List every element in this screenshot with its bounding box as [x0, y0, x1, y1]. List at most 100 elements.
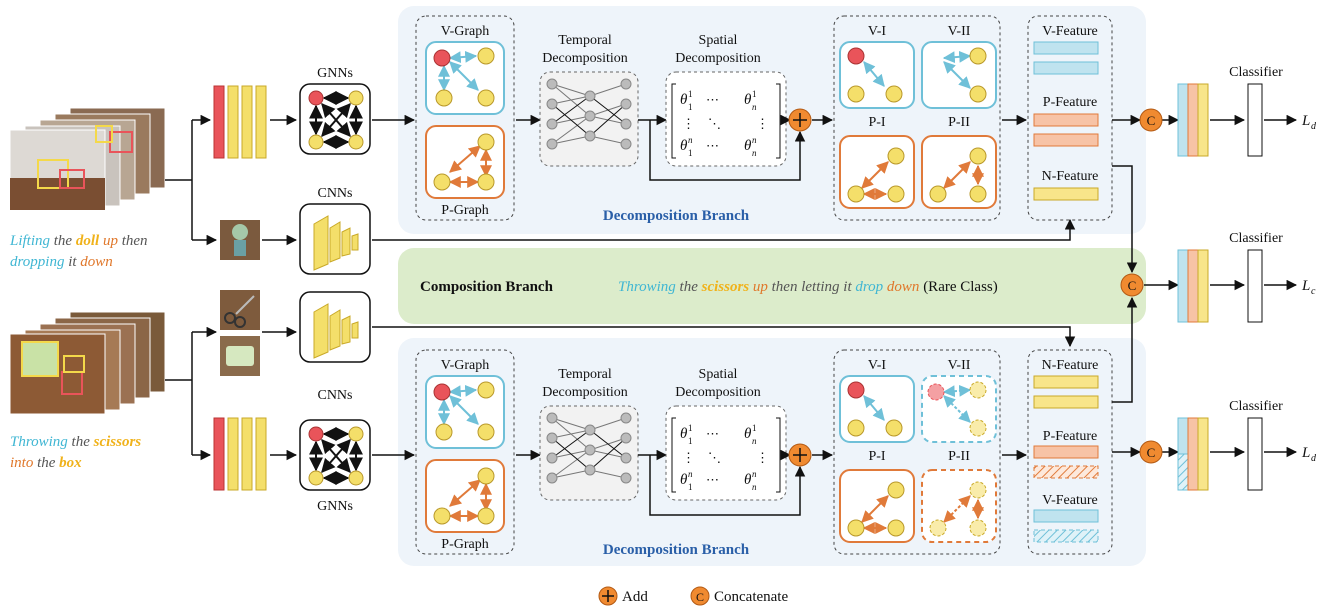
- caption-word: then letting it: [768, 279, 856, 295]
- svg-text:P-Graph: P-Graph: [441, 203, 488, 218]
- svg-text:P-Feature: P-Feature: [1043, 429, 1097, 444]
- svg-text:θ: θ: [744, 138, 752, 154]
- caption-word: Throwing: [10, 434, 68, 450]
- cnn-box-top: [299, 203, 371, 275]
- svg-text:⋮: ⋮: [756, 450, 769, 465]
- svg-text:V-II: V-II: [948, 24, 971, 39]
- svg-text:Spatial: Spatial: [699, 33, 738, 48]
- caption-word: Lifting: [9, 233, 51, 249]
- svg-text:⋱: ⋱: [708, 450, 721, 465]
- svg-text:n: n: [688, 469, 693, 479]
- svg-text:C: C: [1128, 278, 1137, 293]
- svg-text:V-Feature: V-Feature: [1042, 493, 1097, 508]
- decomposition-branch-title-top: Decomposition Branch: [603, 208, 750, 224]
- classifier-middle: Classifier L c: [1177, 231, 1316, 323]
- svg-text:1: 1: [688, 482, 693, 492]
- scissors-image: [220, 290, 260, 330]
- svg-text:θ: θ: [680, 472, 688, 488]
- svg-text:n: n: [752, 436, 757, 446]
- caption-bottom-line1: Throwing the scissors: [10, 434, 141, 450]
- svg-text:N-Feature: N-Feature: [1042, 169, 1099, 184]
- svg-text:θ: θ: [744, 426, 752, 442]
- temporal-decomposition-bottom: Temporal Decomposition: [539, 367, 639, 501]
- caption-word: down: [80, 254, 113, 270]
- legend: Add C Concatenate: [598, 586, 788, 606]
- svg-text:c: c: [1311, 286, 1316, 297]
- decomposition-branch-title-bottom: Decomposition Branch: [603, 542, 750, 558]
- svg-text:n: n: [752, 102, 757, 112]
- feature-panel-top: V-Feature P-Feature N-Feature: [1027, 15, 1113, 221]
- add-legend-icon: [598, 586, 618, 606]
- svg-text:n: n: [752, 482, 757, 492]
- svg-text:Decomposition: Decomposition: [542, 385, 628, 400]
- svg-text:1: 1: [752, 423, 757, 433]
- svg-text:Decomposition: Decomposition: [542, 51, 628, 66]
- svg-text:P-I: P-I: [868, 449, 885, 464]
- gnns-label-bottom: GNNs: [317, 499, 353, 514]
- caption-word: Throwing: [618, 279, 676, 295]
- svg-text:⋯: ⋯: [706, 92, 719, 107]
- composition-branch-title: Composition Branch: [420, 279, 554, 295]
- svg-text:L: L: [1301, 278, 1310, 294]
- gnn-output-lines: [372, 114, 416, 461]
- caption-word: it: [64, 254, 80, 270]
- caption-bottom-line2: into the box: [10, 455, 82, 471]
- composition-sentence: Throwing the scissors up then letting it…: [618, 279, 998, 295]
- svg-text:1: 1: [688, 436, 693, 446]
- svg-text:Temporal: Temporal: [558, 367, 612, 382]
- caption-word: the: [50, 233, 76, 249]
- gnns-label-top: GNNs: [317, 66, 353, 81]
- temporal-decomposition-top: Temporal Decomposition: [539, 33, 639, 167]
- caption-top-line1: Lifting the doll up then: [9, 233, 148, 249]
- svg-text:n: n: [752, 469, 757, 479]
- svg-text:Classifier: Classifier: [1229, 65, 1283, 80]
- concat-lines-top: [1112, 114, 1180, 274]
- svg-text:⋯: ⋯: [706, 426, 719, 441]
- concat-legend-label: Concatenate: [714, 589, 788, 605]
- svg-text:1: 1: [752, 89, 757, 99]
- frame-features-bottom: [213, 417, 267, 491]
- svg-text:θ: θ: [680, 92, 688, 108]
- frame-features-top: [213, 85, 267, 159]
- svg-text:d: d: [1311, 121, 1317, 132]
- add-legend-label: Add: [622, 589, 648, 605]
- subgraph-panel-bottom: V-I V-II P-I P-II: [833, 349, 1001, 555]
- caption-word: (Rare Class): [919, 279, 997, 295]
- svg-text:θ: θ: [744, 92, 752, 108]
- concat-lines-bottom: [1112, 296, 1180, 458]
- cnn-to-nfeature-lines: [372, 218, 1076, 348]
- caption-word: the: [33, 455, 59, 471]
- svg-text:P-Feature: P-Feature: [1043, 95, 1097, 110]
- video-frames-bottom: [9, 311, 166, 415]
- video-frames-top: [9, 107, 166, 211]
- concat-op-middle: C: [1120, 273, 1144, 297]
- svg-text:V-I: V-I: [868, 24, 886, 39]
- svg-text:P-Graph: P-Graph: [441, 537, 488, 552]
- input-flow-lines: [165, 114, 298, 461]
- svg-text:n: n: [752, 148, 757, 158]
- box-image: [220, 336, 260, 376]
- caption-word: drop: [855, 279, 883, 295]
- svg-text:1: 1: [688, 102, 693, 112]
- caption-word: down: [883, 279, 919, 295]
- svg-text:θ: θ: [744, 472, 752, 488]
- caption-word: into: [10, 455, 34, 471]
- svg-text:Classifier: Classifier: [1229, 399, 1283, 414]
- svg-text:V-Graph: V-Graph: [441, 24, 489, 39]
- add-op-bottom: [788, 443, 812, 467]
- doll-image: [220, 220, 260, 260]
- svg-text:⋯: ⋯: [706, 472, 719, 487]
- caption-word: up: [749, 279, 768, 295]
- svg-text:P-II: P-II: [948, 449, 970, 464]
- graph-panel-top: V-Graph P-Graph: [415, 15, 515, 221]
- caption-top-line2: dropping it down: [10, 254, 113, 270]
- concat-op-bottom: C: [1139, 440, 1163, 464]
- svg-text:Classifier: Classifier: [1229, 231, 1283, 246]
- svg-text:Spatial: Spatial: [699, 367, 738, 382]
- spatial-decomposition-bottom: Spatial Decomposition θ 11 ⋯ θ n1 ⋮ ⋱ ⋮ …: [665, 367, 787, 501]
- caption-word: scissors: [701, 279, 750, 295]
- caption-word: up: [99, 233, 118, 249]
- concat-legend-icon: C: [690, 586, 710, 606]
- gnn-box-top: [299, 83, 371, 155]
- svg-text:V-I: V-I: [868, 358, 886, 373]
